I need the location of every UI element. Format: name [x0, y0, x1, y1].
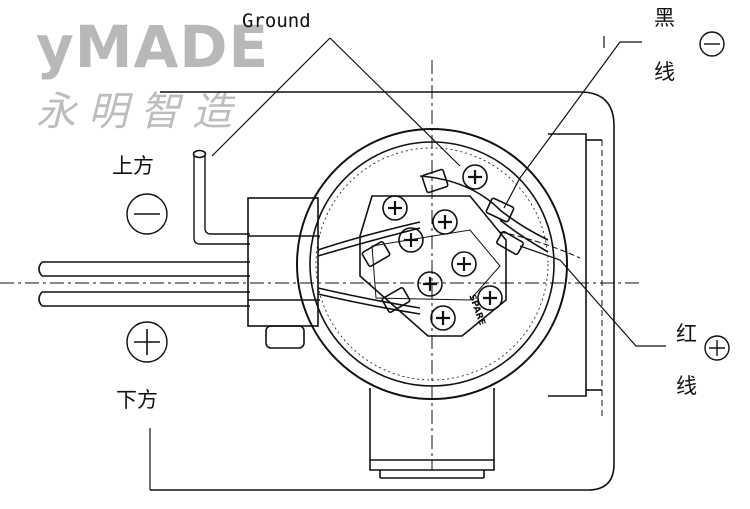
bottom-lug	[265, 325, 305, 349]
cable-upper	[42, 261, 250, 277]
terminal-housing-inner	[309, 141, 555, 387]
black-wire-label-1: 黑	[654, 6, 675, 30]
brand-logo-cn: 永明智造	[36, 89, 244, 135]
bottom-neck	[369, 388, 495, 471]
cable-lower	[42, 291, 250, 307]
minus-circle-right	[699, 31, 725, 57]
lug-bottom	[381, 287, 411, 313]
lug-red	[496, 230, 524, 256]
terminal-housing-outer	[296, 128, 568, 400]
black-wire-leader	[503, 41, 642, 209]
lug-top	[421, 168, 449, 194]
ground-rod	[193, 156, 250, 245]
right-flange	[548, 133, 587, 397]
wire-3	[419, 175, 501, 211]
lug-left	[361, 241, 391, 267]
ground-leader-2	[329, 37, 461, 167]
minus-circle-left	[126, 193, 168, 235]
ground-label: Ground	[242, 10, 311, 32]
red-wire-label-1: 红	[676, 322, 697, 346]
ground-leader-1	[211, 37, 331, 157]
red-wire-leader	[519, 245, 666, 347]
bottom-side-label: 下方	[116, 388, 158, 412]
plus-circle-right	[704, 335, 730, 361]
brand-logo: yMADE	[36, 13, 270, 81]
lug-black	[485, 197, 515, 223]
wire-2	[317, 287, 421, 309]
terminal-block	[359, 195, 507, 337]
cable-entry-block	[247, 197, 319, 327]
housing-outline	[150, 91, 615, 491]
red-wire-label-2: 线	[676, 374, 697, 398]
black-wire-label-2: 线	[654, 60, 675, 84]
terminal-screws	[382, 164, 503, 331]
wire-1	[317, 221, 421, 251]
top-side-label: 上方	[112, 154, 154, 178]
plus-circle-left	[126, 321, 168, 363]
